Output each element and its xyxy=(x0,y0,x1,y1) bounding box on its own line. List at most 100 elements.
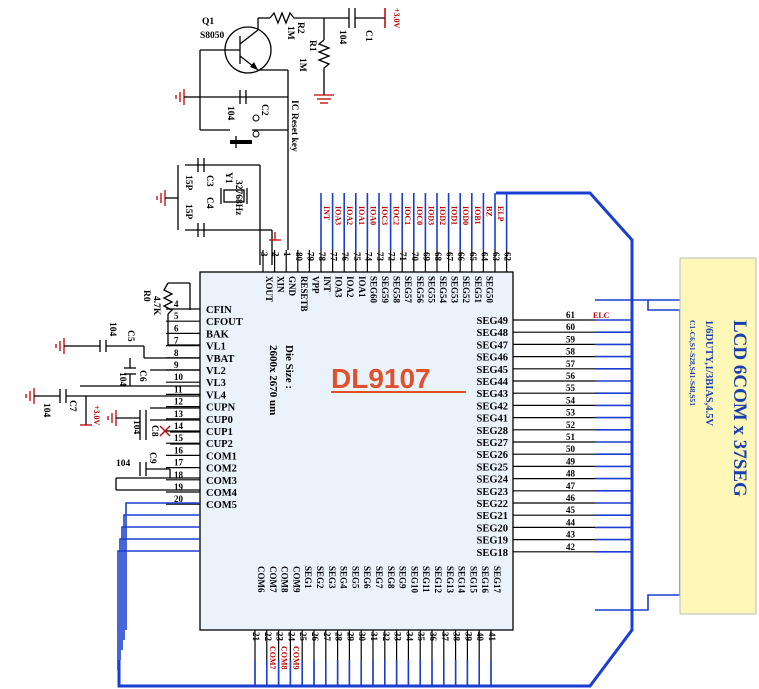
right-pin-number: 48 xyxy=(566,469,576,479)
q1-part: S8050 xyxy=(200,31,225,41)
right-pin-number: 55 xyxy=(566,383,576,393)
right-pin-number: 52 xyxy=(566,420,576,430)
top-pin-number: 64 xyxy=(479,252,489,262)
reset-key-label: IC Reset key xyxy=(289,100,299,152)
left-pin-label: BAK xyxy=(206,329,230,340)
right-pin-label: SEG26 xyxy=(476,450,508,461)
left-pin-number: 15 xyxy=(174,433,184,443)
top-pin-label: SEG51 xyxy=(473,276,483,304)
top-pin-label: SEG56 xyxy=(415,276,425,304)
left-pin-label: CUPN xyxy=(206,403,236,414)
top-pin-number: 69 xyxy=(421,252,431,262)
right-pin-label: SEG27 xyxy=(476,438,508,449)
right-pin-number: 60 xyxy=(566,322,576,332)
right-pin-number: 45 xyxy=(566,505,576,515)
right-pin-number: 57 xyxy=(566,359,576,369)
bottom-pin-number: 39 xyxy=(463,632,473,642)
top-pin-label: SEG54 xyxy=(438,276,448,304)
right-pin-number: 58 xyxy=(566,347,576,357)
lcd-title: LCD 6COM x 37SEG xyxy=(729,320,750,497)
left-pin-label: CFIN xyxy=(206,305,232,316)
c8-label: C8 xyxy=(149,425,159,437)
top-pin-net: IOA0 xyxy=(368,206,377,225)
right-pin-label: SEG45 xyxy=(476,365,508,376)
left-pin-number: 7 xyxy=(174,336,179,346)
lcd-panel xyxy=(679,257,757,615)
left-pin-label: VL4 xyxy=(206,390,227,401)
top-pin-net: ELP xyxy=(496,206,505,222)
right-pin-label: SEG47 xyxy=(476,340,508,351)
left-pin-number: 6 xyxy=(174,323,179,333)
top-pin-net: IOA3 xyxy=(334,206,343,225)
top-pin-label: SEG55 xyxy=(426,276,436,304)
bottom-pin-number: 41 xyxy=(487,632,497,642)
top-pin-net: INT xyxy=(322,206,331,221)
c8-value: 104 xyxy=(131,420,141,435)
top-pin-label: RESETB xyxy=(299,276,309,312)
c6-value: 104 xyxy=(117,372,127,387)
supply-label: +3.0V xyxy=(392,8,401,29)
svg-text:LCD 6COM x 37SEG: LCD 6COM x 37SEG xyxy=(729,320,750,497)
right-pin-number: 50 xyxy=(566,444,576,454)
right-pin-label: SEG25 xyxy=(476,462,508,473)
left-pin-number: 16 xyxy=(174,445,184,455)
top-pins: 3XOUT2XIN1GND80RESETB79VPP78INTINT77IOA3… xyxy=(259,193,513,312)
reset-circuit xyxy=(156,8,386,265)
top-pin-number: 65 xyxy=(468,252,478,262)
left-pin-number: 10 xyxy=(174,372,184,382)
left-pin-label: COM1 xyxy=(206,451,237,462)
top-pin-label: IOA3 xyxy=(334,276,344,298)
left-pin-number: 8 xyxy=(174,348,179,358)
bottom-pin-label: SEG2 xyxy=(315,566,325,589)
top-pin-label: SEG59 xyxy=(380,276,390,304)
top-pin-number: 78 xyxy=(317,252,327,262)
left-pin-label: VL2 xyxy=(206,366,226,377)
r2-label: R2 xyxy=(295,22,305,34)
right-pin-label: SEG19 xyxy=(476,536,508,547)
bottom-pin-number: 33 xyxy=(393,632,403,642)
top-pin-label: SEG57 xyxy=(403,276,413,304)
right-pin-label: SEG42 xyxy=(476,401,508,412)
right-pin-number: 43 xyxy=(566,530,576,540)
r1-value: 1M xyxy=(297,58,307,72)
supply2-label: +3.0V xyxy=(92,405,101,426)
top-pin-net: IOB1 xyxy=(473,206,482,225)
bottom-pin-label: SEG3 xyxy=(327,566,337,589)
top-pin-number: 79 xyxy=(305,252,315,262)
c5-value: 104 xyxy=(107,322,117,337)
left-pin-label: CUP0 xyxy=(206,415,233,426)
right-pin-number: 47 xyxy=(566,481,576,491)
top-pin-number: 2 xyxy=(271,252,281,257)
bottom-pin-label: COM6 xyxy=(256,566,266,593)
right-pin-label: SEG48 xyxy=(476,328,508,339)
top-pin-number: 63 xyxy=(491,252,501,262)
right-pin-number: 46 xyxy=(566,493,576,503)
left-pin-number: 20 xyxy=(174,494,184,504)
bottom-pin-number: 27 xyxy=(322,632,332,642)
right-pin-number: 42 xyxy=(566,542,576,552)
c6-label: C6 xyxy=(137,370,147,382)
top-pin-net: IOC1 xyxy=(403,206,412,225)
left-components xyxy=(25,282,200,670)
left-pin-label: VBAT xyxy=(206,354,234,365)
left-pin-number: 19 xyxy=(174,482,184,492)
bottom-pin-label: COM9 xyxy=(291,566,301,593)
left-pin-label: COM3 xyxy=(206,476,237,487)
top-pin-number: 66 xyxy=(456,252,466,262)
left-pin-number: 18 xyxy=(174,470,184,480)
right-pin-label: SEG22 xyxy=(476,499,508,510)
bottom-pin-number: 30 xyxy=(357,632,367,642)
top-pin-number: 75 xyxy=(352,252,362,262)
right-pin-number: 51 xyxy=(566,432,576,442)
bottom-pin-label: SEG4 xyxy=(339,566,349,589)
bottom-pin-number: 24 xyxy=(286,632,296,642)
right-pin-label: SEG21 xyxy=(476,511,508,522)
y1-label: Y1 xyxy=(223,172,233,184)
bottom-pin-net: COM8 xyxy=(280,646,289,670)
top-pin-number: 1 xyxy=(282,252,292,257)
right-pin-label: SEG23 xyxy=(476,487,508,498)
left-pin-label: COM5 xyxy=(206,500,237,511)
left-pin-number: 17 xyxy=(174,458,184,468)
top-pin-label: INT xyxy=(322,276,332,292)
